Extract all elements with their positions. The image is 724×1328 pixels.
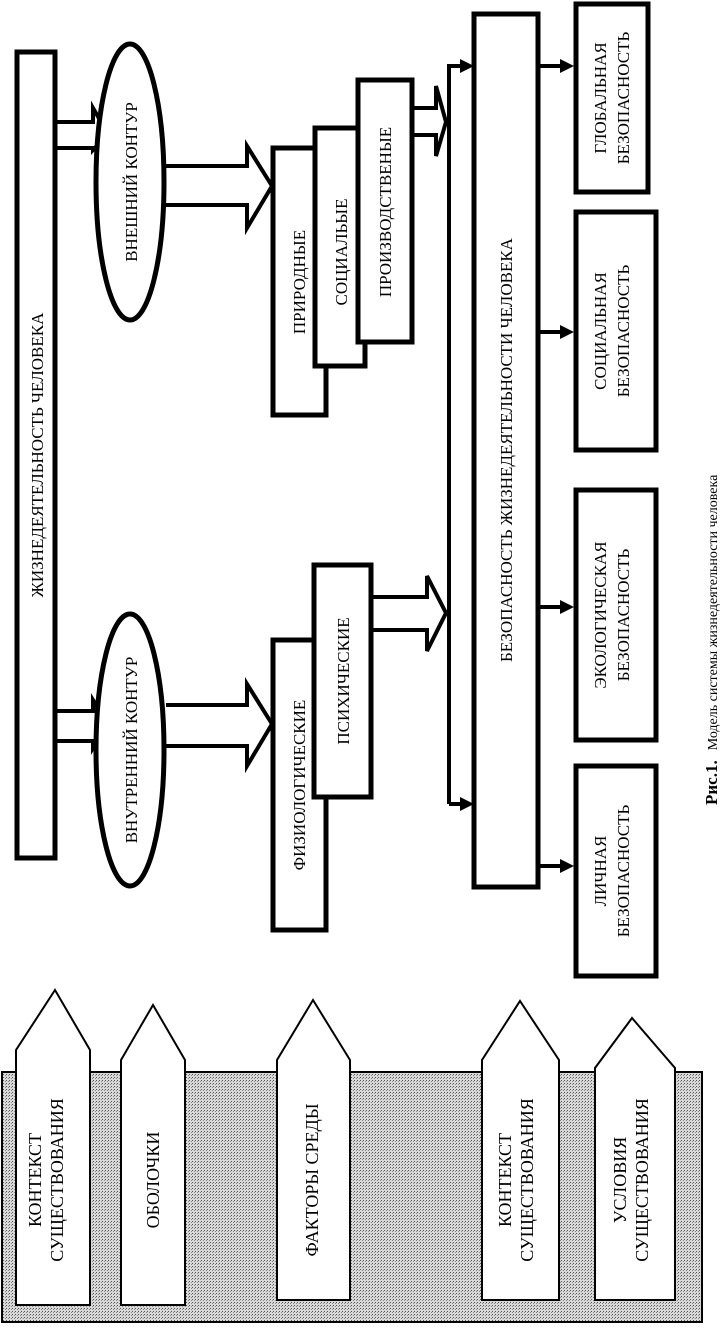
safety-type-personal: ЛИЧНАЯ БЕЗОПАСНОСТЬ bbox=[573, 763, 659, 979]
arrows-safety-to-types bbox=[538, 59, 574, 873]
factor-industrial-label: ПРОИЗВОДСТВЕНЫЕ bbox=[376, 127, 395, 297]
level-4-line2: СУЩЕСТВОВАНИЯ bbox=[517, 1098, 537, 1262]
arrow-outer-to-factors bbox=[166, 139, 275, 236]
factor-social-label: СОЦИАЛЬЫЕ bbox=[332, 199, 351, 306]
safety-type-social-line1: СОЦИАЛЬНАЯ bbox=[591, 272, 610, 390]
caption-label: Рис.1. bbox=[702, 760, 721, 805]
safety-type-ecological-line2: БЕЗОПАСНОСТЬ bbox=[614, 549, 633, 682]
level-arrow-5: УСЛОВИЯ СУЩЕСТВОВАНИЯ bbox=[594, 1016, 676, 1301]
arrow-industrial-to-safety bbox=[412, 85, 449, 157]
main-box-label: ЖИЗНЕДЕЯТЕЛЬНОСТЬ ЧЕЛОВЕКА bbox=[28, 312, 47, 597]
factor-psychic: ПСИХИЧЕСКИЕ bbox=[311, 562, 374, 800]
svg-text:Рис.1. Модель системы жи: Рис.1. Модель системы жизнедеятельности … bbox=[702, 474, 721, 805]
level-1-line2: СУЩЕСТВОВАНИЯ bbox=[47, 1098, 67, 1262]
outer-contour-label: ВНЕШНИЙ КОНТУР bbox=[122, 102, 141, 262]
inner-contour-label: ВНУТРЕННИЙ КОНТУР bbox=[122, 657, 141, 844]
factor-natural-label: ПРИРОДНЫЕ bbox=[290, 230, 309, 334]
level-5-line2: СУЩЕСТВОВАНИЯ bbox=[632, 1098, 652, 1262]
safety-box-label: БЕЗОПАСНОСТЬ ЖИЗНЕДЕЯТЕЛЬНОСТИ ЧЕЛОВЕКА bbox=[497, 237, 516, 662]
factor-physiological-label: ФИЗИОЛОГИЧЕСКИЕ bbox=[290, 700, 309, 871]
inner-contour-ellipse: ВНУТРЕННИЙ КОНТУР bbox=[93, 611, 167, 889]
safety-type-personal-line1: ЛИЧНАЯ bbox=[591, 836, 610, 907]
level-5-line1: УСЛОВИЯ bbox=[610, 1137, 630, 1224]
safety-box: БЕЗОПАСНОСТЬ ЖИЗНЕДЕЯТЕЛЬНОСТИ ЧЕЛОВЕКА bbox=[471, 11, 541, 890]
level-arrow-2: ОБОЛОЧКИ bbox=[120, 1003, 186, 1306]
arrow-psychic-to-safety bbox=[371, 575, 449, 652]
level-arrow-3: ФАКТОРЫ СРЕДЫ bbox=[276, 998, 351, 1301]
side-feedback-arrow bbox=[447, 59, 474, 811]
safety-type-personal-line2: БЕЗОПАСНОСТЬ bbox=[614, 805, 633, 938]
factor-psychic-label: ПСИХИЧЕСКИЕ bbox=[334, 617, 353, 744]
safety-type-global: ГЛОБАЛЬНАЯ БЕЗОПАСНОСТЬ bbox=[573, 1, 651, 195]
level-3-line1: ФАКТОРЫ СРЕДЫ bbox=[302, 1103, 322, 1256]
safety-type-social-line2: БЕЗОПАСНОСТЬ bbox=[614, 265, 633, 398]
levels-panel bbox=[1, 1071, 703, 1323]
level-arrow-4: КОНТЕКСТ СУЩЕСТВОВАНИЯ bbox=[481, 999, 560, 1301]
safety-type-social: СОЦИАЛЬНАЯ БЕЗОПАСНОСТЬ bbox=[573, 209, 659, 453]
main-box: ЖИЗНЕДЕЯТЕЛЬНОСТЬ ЧЕЛОВЕКА bbox=[14, 49, 58, 861]
caption-text: Модель системы жизнедеятельности человек… bbox=[706, 474, 721, 750]
level-arrow-1: КОНТЕКСТ СУЩЕСТВОВАНИЯ bbox=[15, 988, 91, 1306]
level-1-line1: КОНТЕКСТ bbox=[25, 1133, 45, 1227]
level-2-line1: ОБОЛОЧКИ bbox=[143, 1132, 163, 1229]
outer-contour-ellipse: ВНЕШНИЙ КОНТУР bbox=[93, 41, 167, 323]
safety-type-global-line1: ГЛОБАЛЬНАЯ bbox=[591, 42, 610, 153]
safety-type-global-line2: БЕЗОПАСНОСТЬ bbox=[614, 32, 633, 165]
factor-industrial: ПРОИЗВОДСТВЕНЫЕ bbox=[355, 77, 415, 345]
safety-type-ecological-line1: ЭКОЛОГИЧЕСКАЯ bbox=[591, 541, 610, 688]
figure-caption: Рис.1. Модель системы жизнедеятельности … bbox=[702, 474, 721, 805]
safety-type-ecological: ЭКОЛОГИЧЕСКАЯ БЕЗОПАСНОСТЬ bbox=[573, 487, 659, 743]
arrow-inner-to-factors bbox=[166, 677, 275, 774]
level-4-line1: КОНТЕКСТ bbox=[495, 1133, 515, 1227]
